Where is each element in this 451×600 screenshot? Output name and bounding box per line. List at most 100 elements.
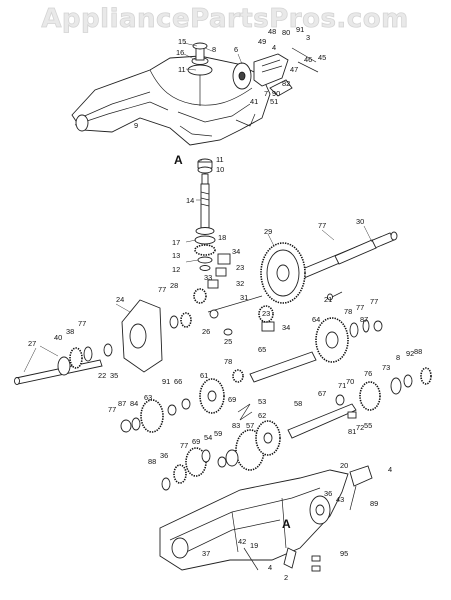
section-label-a-upper: A [174,153,183,167]
left-cover-shaft [14,299,192,385]
callout-69: 69 [228,395,236,404]
brake-assembly [232,47,319,97]
callout-36b: 42 [238,537,246,546]
callout-59: 54 [204,433,212,442]
callout-89b: 36 [324,489,332,498]
callout-77f: 77 [108,405,116,414]
callout-78: 78 [344,307,352,316]
ring-gear-axle [260,231,398,304]
callout-61: 61 [200,371,208,380]
callout-47: 47 [290,65,298,74]
callout-70: 70 [346,377,354,386]
callout-9: 9 [134,121,138,130]
callout-36: 4 [388,465,392,474]
callout-91b: 91 [162,377,170,386]
callout-72: 55 [364,421,372,430]
callout-23b: 23 [262,309,270,318]
callout-81: 72 [356,423,364,432]
callout-48: 48 [268,27,276,36]
callout-77c: 77 [78,319,86,328]
callout-92: 92 [406,349,414,358]
callout-88b: 36 [160,451,168,460]
callout-46: 46 [304,55,312,64]
input-shaft-stack [194,158,216,271]
callout-2: 4 [268,563,272,572]
callout-71: 71 [338,381,346,390]
callout-30: 30 [356,217,364,226]
callout-58: 58 [294,399,302,408]
callout-11: 11 [178,65,186,74]
callout-40: 40 [54,333,62,342]
callout-26: 26 [202,327,210,336]
upper-housing [71,42,271,146]
callout-90: 90 [272,89,280,98]
section-label-a-lower: A [282,517,291,531]
callout-31: 31 [240,293,248,302]
callout-14: 14 [186,196,194,205]
callout-22: 22 [98,371,106,380]
callout-62: 57 [246,421,254,430]
callout-6: 6 [234,45,238,54]
callout-34: 34 [232,247,240,256]
callout-67: 67 [318,389,326,398]
callout-78b: 78 [224,357,232,366]
callout-43: 89 [370,499,378,508]
callout-77d: 77 [356,303,364,312]
callout-88: 88 [414,347,422,356]
callout-77b: 77 [158,285,166,294]
callout-20: 43 [336,495,344,504]
callout-27: 27 [28,339,36,348]
callout-54: 69 [192,437,200,446]
callout-45: 45 [318,53,326,62]
callout-87b: 87 [118,399,126,408]
callout-7: 7 [264,89,268,98]
lower-gear-cluster [161,420,281,491]
callout-17: 17 [172,238,180,247]
callout-49: 49 [258,37,266,46]
callout-25: 25 [224,337,232,346]
callout-4b: 20 [340,461,348,470]
callout-84: 84 [130,399,138,408]
callout-65: 65 [258,345,266,354]
callout-63: 63 [144,393,152,402]
watermark-text: AppliancePartsPros.com [41,4,408,34]
callout-91: 91 [296,25,304,34]
callout-87: 87 [360,315,368,324]
callout-11b: 11 [216,155,224,164]
leader-lines [23,42,373,373]
callout-64: 64 [312,315,320,324]
callout-24: 24 [116,295,124,304]
middle-gear-cluster [120,378,253,433]
callout-4: 4 [272,43,276,52]
callout-57: 83 [232,421,240,430]
callout-80: 80 [282,28,290,37]
callout-53: 53 [258,397,266,406]
callout-77e: 77 [370,297,378,306]
right-small-parts [287,367,432,439]
callout-69b: 77 [180,441,188,450]
callout-89: 81 [348,427,356,436]
callout-10: 10 [216,165,224,174]
callout-16: 16 [176,48,184,57]
callout-82: 82 [282,79,290,88]
callout-32: 32 [236,279,244,288]
callout-8: 8 [212,45,216,54]
callout-23: 23 [236,263,244,272]
callout-73: 73 [382,363,390,372]
callout-29: 29 [264,227,272,236]
callout-38: 38 [66,327,74,336]
callout-19: 37 [202,549,210,558]
callout-labels: 15 8 16 11 6 49 48 80 91 3 47 46 45 4 7 … [28,25,422,582]
callout-33: 33 [204,273,212,282]
callout-66: 66 [174,377,182,386]
callout-8b: 8 [396,353,400,362]
callout-55: 62 [258,411,266,420]
callout-37: 95 [340,549,348,558]
callout-13: 13 [172,251,180,260]
lower-housing [159,465,373,572]
callout-18: 18 [218,233,226,242]
callout-76: 76 [364,369,372,378]
callout-83: 59 [214,429,222,438]
